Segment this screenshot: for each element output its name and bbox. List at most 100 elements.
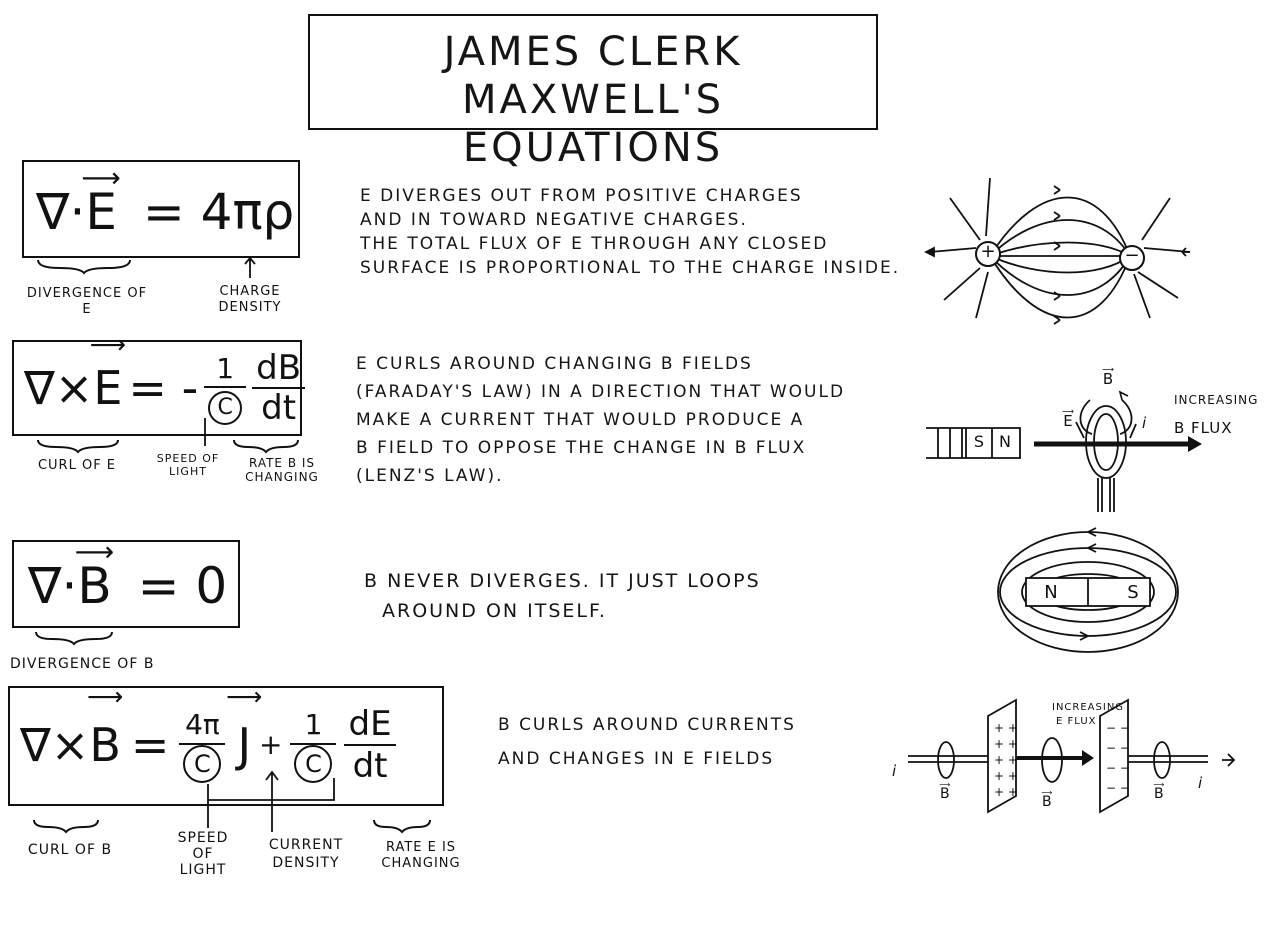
label-speed-of-light: SPEED OF LIGHT — [177, 830, 229, 878]
brace-curl-e — [37, 439, 119, 454]
e-flux-label-2: E FLUX — [1056, 716, 1097, 727]
current-i-right: i — [1198, 774, 1203, 792]
equation-1-description: E DIVERGES OUT FROM POSITIVE CHARGES AND… — [360, 184, 900, 280]
equation-1-rhs: = 4πρ — [142, 183, 295, 241]
desc-1-line-2: AND IN TOWARD NEGATIVE CHARGES. — [360, 210, 748, 230]
label-charge-density: CHARGE DENSITY — [218, 284, 282, 315]
label-divergence-of-e: DIVERGENCE OF E — [26, 286, 148, 317]
label-rate-b-changing: RATE B IS CHANGING — [245, 456, 319, 484]
current-i-left: i — [892, 762, 897, 780]
label-speed-of-light: SPEED OF LIGHT — [156, 452, 220, 478]
title-line-2: EQUATIONS — [462, 125, 724, 171]
positive-charge-icon — [975, 241, 1001, 267]
brace-rate-e — [373, 819, 431, 834]
desc-3-line-1: B NEVER DIVERGES. IT JUST LOOPS — [364, 570, 761, 592]
b-vector: ⟶B — [86, 682, 124, 772]
title-box — [308, 14, 878, 130]
equation-2-description: E CURLS AROUND CHANGING B FIELDS (FARADA… — [356, 350, 845, 490]
equation-3: ∇·⟶B = 0 — [28, 535, 228, 616]
fraction-de-dt: dE dt — [344, 704, 396, 786]
arrow-current-density — [265, 770, 279, 832]
e-flux-label-1: INCREASING — [1052, 702, 1125, 713]
nabla-dot-operator: ∇· — [28, 557, 78, 615]
magnet-s-label: S — [973, 432, 985, 451]
label-current-density: CURRENT DENSITY — [268, 837, 344, 871]
equation-4-box — [8, 686, 444, 806]
title-line-1: JAMES CLERK MAXWELL'S — [443, 29, 743, 123]
nabla-dot-operator: ∇· — [36, 183, 86, 241]
fraction-4pi-over-c: 4π C — [179, 707, 226, 783]
svg-text:+ +: + + — [994, 769, 1018, 783]
nabla-cross-operator: ∇× — [20, 718, 90, 772]
svg-text:+ +: + + — [994, 785, 1018, 799]
desc-2-line-2: (FARADAY'S LAW) IN A DIRECTION THAT WOUL… — [356, 382, 846, 402]
fraction-one-over-c: 1 C — [204, 352, 247, 425]
page-title: JAMES CLERK MAXWELL'S EQUATIONS — [308, 28, 878, 172]
b-label-1: ⟶B — [939, 780, 951, 802]
svg-text:− −: − − — [1106, 741, 1130, 755]
equation-2-equals: = - — [128, 361, 199, 415]
negative-charge-label: − — [1124, 245, 1140, 266]
equation-4: ∇×⟶B = 4π C ⟶J + 1 C dE dt — [20, 682, 396, 790]
desc-1-line-1: E DIVERGES OUT FROM POSITIVE CHARGES — [360, 186, 803, 206]
label-curl-of-b: CURL OF B — [27, 842, 113, 858]
equation-1-box — [22, 160, 300, 258]
fraction-db-dt: dB dt — [252, 349, 306, 427]
desc-1-line-3: THE TOTAL FLUX OF E THROUGH ANY CLOSED — [360, 234, 829, 254]
bar-magnet-field-diagram — [997, 527, 1179, 653]
svg-text:− −: − − — [1106, 761, 1130, 775]
equation-1: ∇·⟶E = 4πρ — [36, 161, 295, 242]
desc-2-line-3: MAKE A CURRENT THAT WOULD PRODUCE A — [356, 410, 805, 430]
faraday-e-label: ⟶E — [1062, 405, 1074, 430]
b-vector: ⟶B — [74, 535, 115, 615]
bar-magnet-n-label: N — [1044, 582, 1058, 603]
brace-rate-b — [233, 439, 299, 454]
label-rate-e-changing: RATE E IS CHANGING — [381, 840, 461, 871]
equation-2: ∇×⟶E = - 1 C dB dt — [24, 330, 306, 428]
faraday-b-label: ⟶B — [1102, 363, 1114, 388]
faraday-i-label: i — [1142, 414, 1147, 432]
desc-2-line-5: (LENZ'S LAW). — [356, 466, 504, 486]
speed-of-light-circle: C — [208, 390, 243, 425]
connector-speed-of-light — [207, 778, 335, 828]
svg-text:− −: − − — [1106, 781, 1130, 795]
magnet-n-label: N — [999, 432, 1011, 451]
svg-text:+ +: + + — [994, 737, 1018, 751]
plus-sign: + — [259, 728, 283, 761]
svg-text:− −: − − — [1106, 721, 1130, 735]
desc-1-line-4: SURFACE IS PROPORTIONAL TO THE CHARGE IN… — [360, 258, 901, 278]
arrow-charge-density — [244, 256, 256, 278]
nabla-cross-operator: ∇× — [24, 361, 94, 415]
desc-2-line-1: E CURLS AROUND CHANGING B FIELDS — [356, 354, 753, 374]
negative-charge-icon — [1119, 245, 1145, 271]
capacitor-field-diagram: + + + + + + + + + + − − − − − − − − — [908, 698, 1236, 814]
e-vector: ⟶E — [89, 330, 126, 415]
desc-3-line-2: AROUND ON ITSELF. — [382, 600, 607, 622]
j-vector: ⟶J — [226, 682, 263, 772]
brace-curl-b — [33, 819, 99, 834]
fraction-one-over-c: 1 C — [290, 707, 337, 783]
dipole-field-diagram — [923, 177, 1191, 325]
equation-3-rhs: = 0 — [137, 557, 228, 615]
svg-text:+ +: + + — [994, 753, 1018, 767]
desc-2-line-4: B FIELD TO OPPOSE THE CHANGE IN B FLUX — [356, 438, 807, 458]
desc-4-line-2: AND CHANGES IN E FIELDS — [498, 749, 775, 769]
brace-divergence-b — [35, 631, 113, 646]
faraday-flux-label-1: INCREASING — [1174, 393, 1259, 407]
bar-magnet-s-label: S — [1127, 582, 1139, 603]
equation-3-box — [12, 540, 240, 628]
label-curl-of-e: CURL OF E — [37, 458, 117, 473]
equation-4-description: B CURLS AROUND CURRENTS AND CHANGES IN E… — [498, 708, 796, 776]
speed-of-light-circle-1: C — [183, 745, 222, 783]
e-vector: ⟶E — [81, 161, 121, 241]
faraday-induction-diagram — [926, 390, 1202, 512]
desc-4-line-1: B CURLS AROUND CURRENTS — [498, 715, 796, 735]
positive-charge-label: + — [980, 241, 996, 262]
faraday-flux-label-2: B FLUX — [1174, 419, 1233, 437]
line-speed-of-light — [204, 418, 206, 446]
b-label-2: ⟶B — [1041, 788, 1053, 810]
equation-4-equals: = — [130, 718, 170, 772]
speed-of-light-circle-2: C — [294, 745, 333, 783]
equation-3-description: B NEVER DIVERGES. IT JUST LOOPS AROUND O… — [364, 566, 761, 626]
svg-text:+ +: + + — [994, 721, 1018, 735]
